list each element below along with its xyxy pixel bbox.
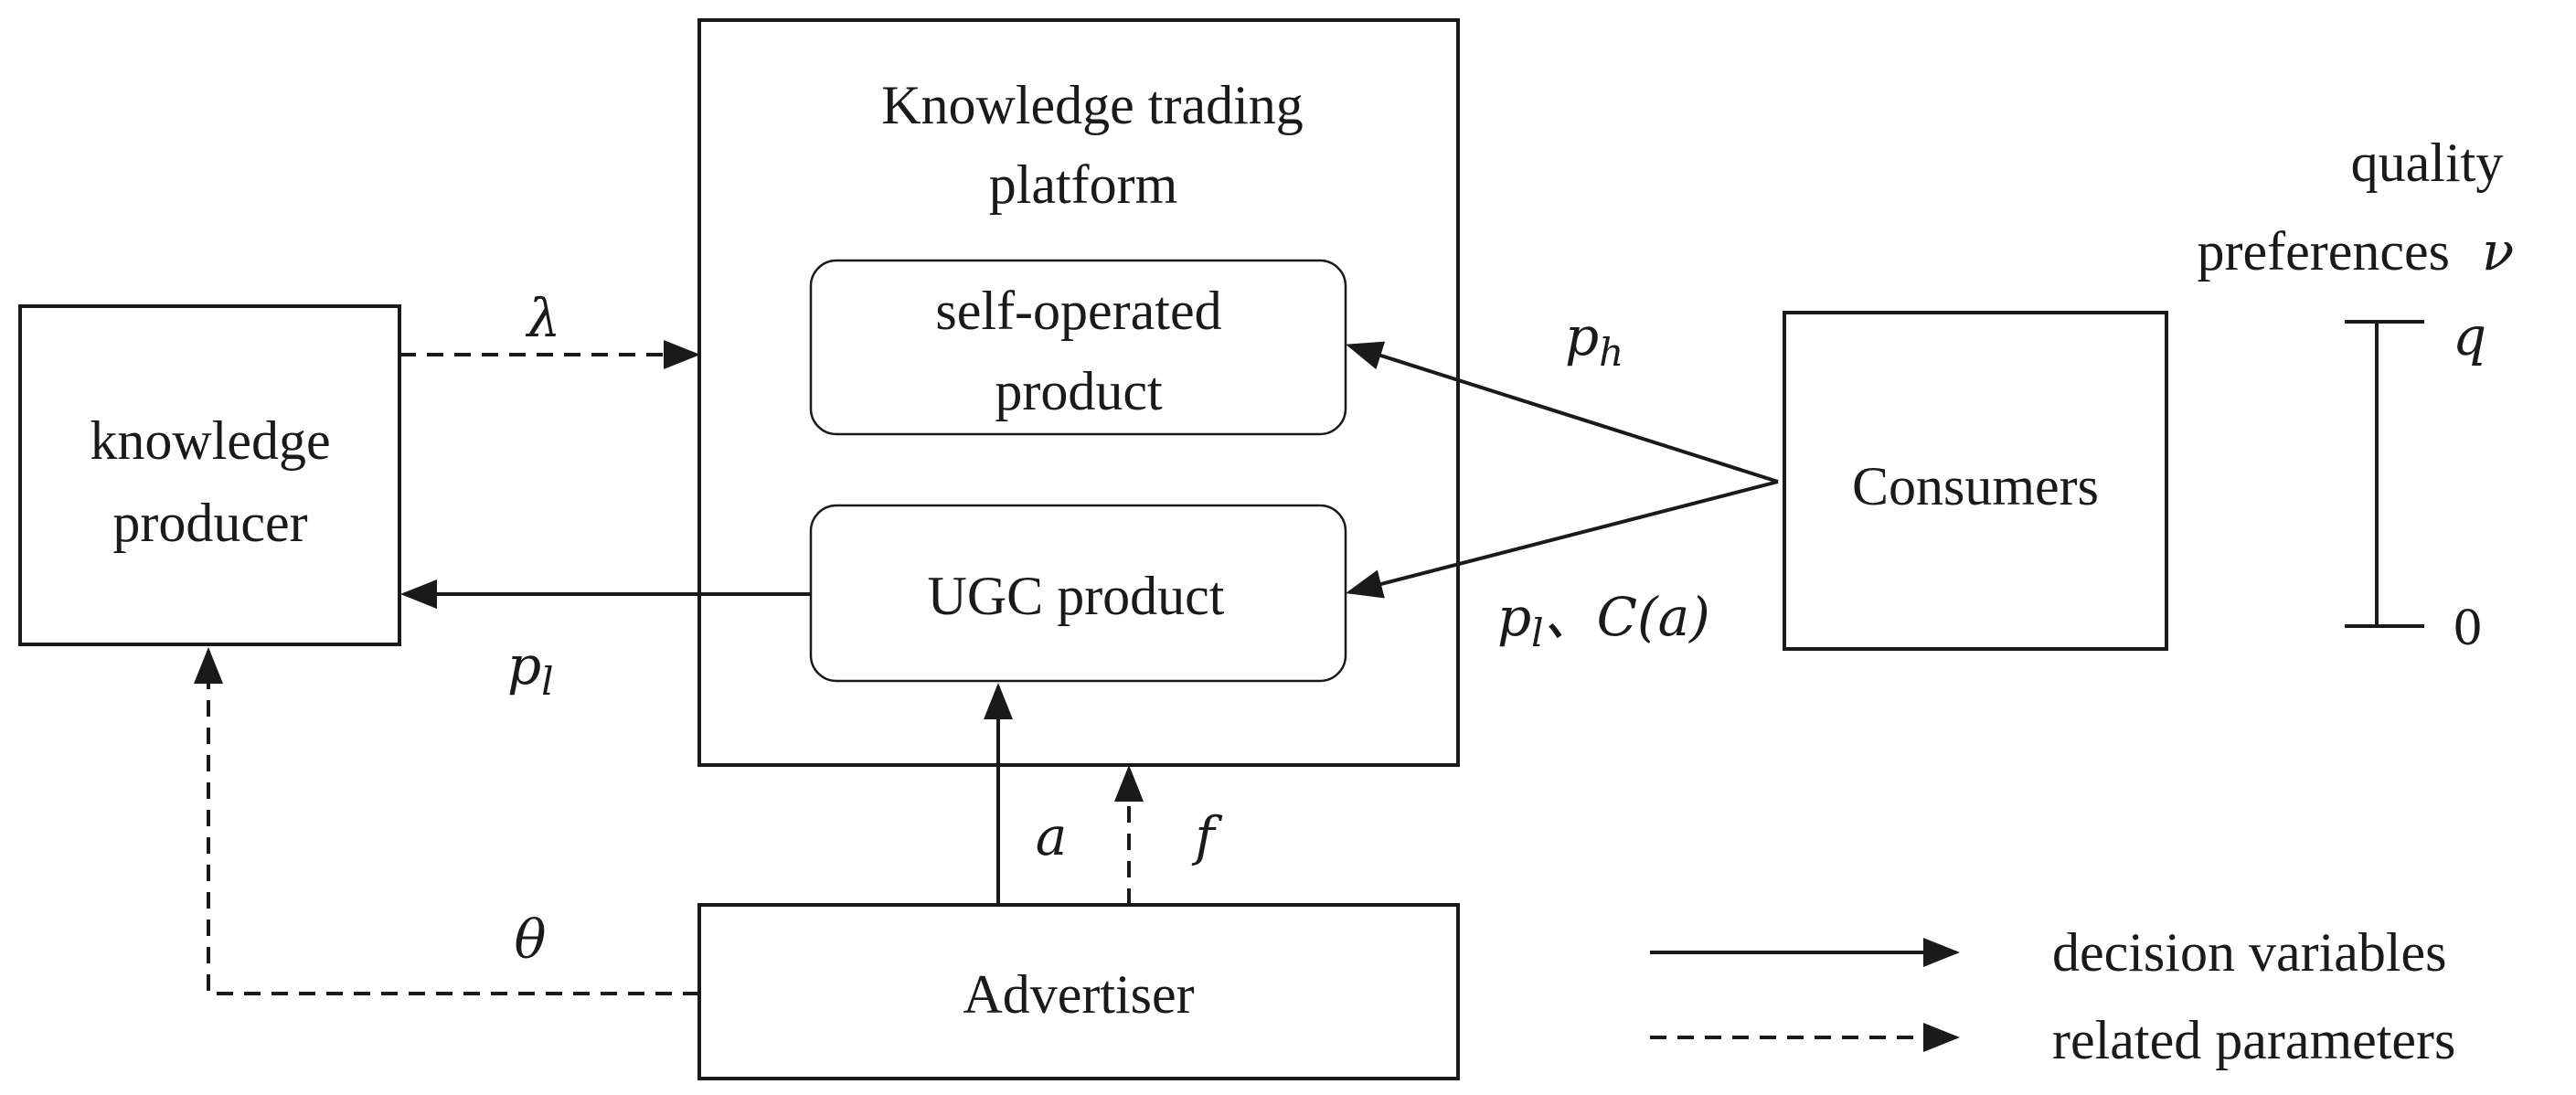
theta-edge <box>194 647 699 995</box>
ph-label: ph <box>1565 305 1623 375</box>
self-operated-label-line2: product <box>995 361 1163 421</box>
theta-label: θ <box>515 909 547 971</box>
advertiser-label: Advertiser <box>963 964 1194 1025</box>
legend-solid-label: decision variables <box>2052 922 2447 983</box>
quality-title-line2: preferences <box>2198 221 2450 282</box>
legend-dashed-label: related parameters <box>2052 1010 2455 1070</box>
legend: decision variables related parameters <box>1650 922 2455 1070</box>
scale-bottom-label: 0 <box>2453 601 2483 656</box>
pl-label: pl <box>507 634 554 704</box>
producer-label-line2: producer <box>112 493 307 553</box>
scale-top-label: q <box>2453 305 2486 367</box>
pl-c-label: pl、C(a) <box>1497 586 1710 655</box>
quality-scale: quality preferences ν q 0 <box>2198 133 2515 656</box>
ugc-product-label: UGC product <box>928 566 1225 626</box>
consumers-label: Consumers <box>1852 456 2099 516</box>
ph-edge <box>1346 341 1779 484</box>
self-operated-product-node: self-operated product <box>809 259 1347 436</box>
platform-title-line2: platform <box>989 154 1178 215</box>
pl-consumer-edge <box>1346 480 1779 599</box>
a-label: a <box>1036 805 1068 867</box>
f-label: f <box>1191 805 1223 867</box>
advertiser-node: Advertiser <box>697 903 1460 1080</box>
ugc-product-node: UGC product <box>809 504 1347 683</box>
knowledge-producer-node: knowledge producer <box>18 304 401 646</box>
quality-title-line1: quality <box>2351 133 2504 193</box>
producer-label-line1: knowledge <box>90 410 330 471</box>
self-operated-label-line1: self-operated <box>935 281 1221 341</box>
consumers-node: Consumers <box>1783 311 2168 651</box>
quality-variable: ν <box>2482 220 2514 282</box>
lambda-label: λ <box>526 287 561 349</box>
platform-title-line1: Knowledge trading <box>881 75 1304 135</box>
